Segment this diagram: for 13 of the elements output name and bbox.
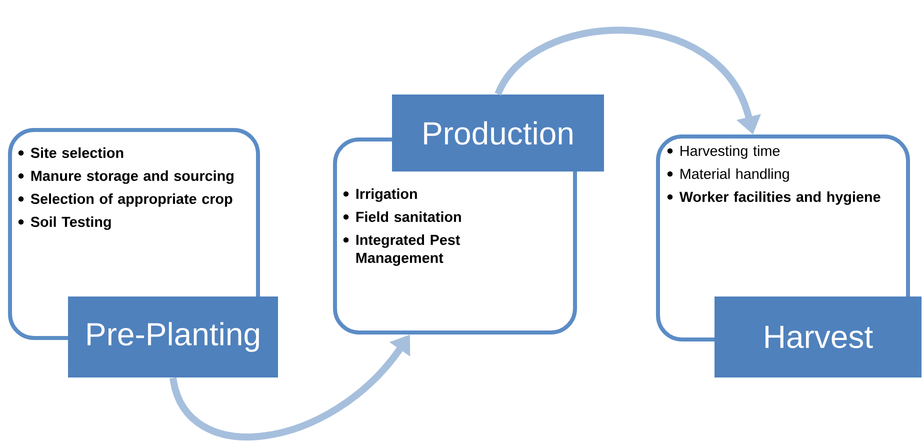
bullet-text: Site selection (30, 147, 124, 158)
bullet-text: Manure storage and sourcing (31, 170, 234, 184)
bullet-text: Soil Testing (30, 216, 111, 230)
bullet-text: Material handling (680, 168, 789, 182)
stage-label: Pre-Planting (68, 296, 278, 378)
stage-label: Harvest (714, 296, 922, 378)
bullet-text: Irrigation (356, 188, 417, 202)
bullet-text: Integrated Pest Management (356, 234, 460, 266)
bullet-text: Worker facilities and hygiene (679, 191, 880, 205)
bullet-text: Harvesting time (680, 145, 780, 159)
bullet-text: Field sanitation (356, 211, 461, 222)
stage-label: Production (392, 94, 604, 172)
bullet-text: Selection of appropriate crop (30, 193, 232, 207)
